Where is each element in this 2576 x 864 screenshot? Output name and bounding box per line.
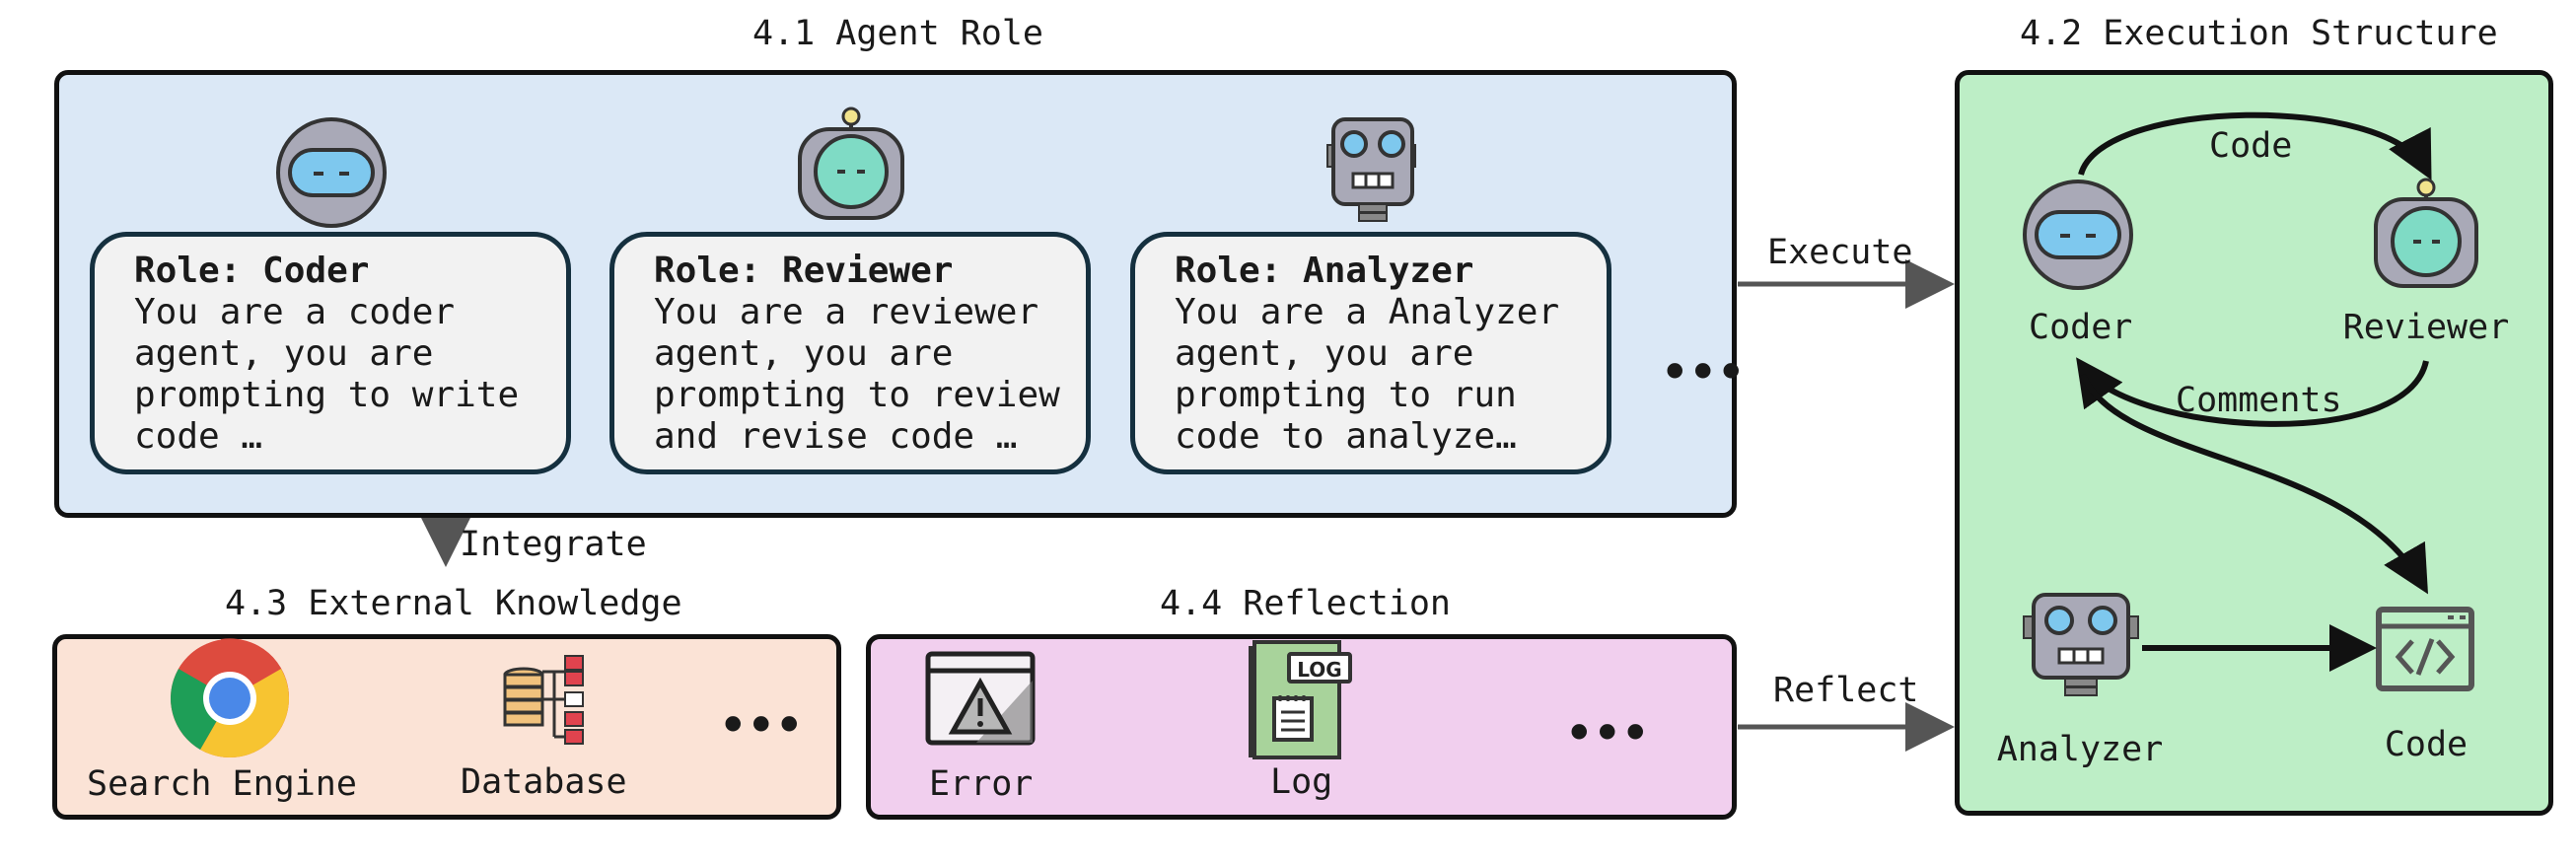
exec-analyzer-robot-icon: [2023, 593, 2139, 696]
more-reflection-ellipsis: •••: [1566, 708, 1651, 758]
log-label: Log: [1270, 762, 1333, 802]
code-window-icon: [2376, 607, 2474, 691]
exec-coder-label: Coder: [2029, 308, 2133, 347]
role-title: Role: Analyzer: [1175, 251, 1474, 291]
exec-code-label: Code: [2384, 725, 2469, 764]
search-engine-label: Search Engine: [87, 764, 357, 804]
integrate-label: Integrate: [460, 525, 647, 564]
section-title-external-knowledge: 4.3 External Knowledge: [225, 584, 682, 623]
exec-analyzer-label: Analyzer: [1996, 730, 2164, 769]
exec-coder-robot-icon: [2023, 180, 2133, 290]
section-title-reflection: 4.4 Reflection: [1160, 584, 1452, 623]
section-title-agent-role: 4.1 Agent Role: [752, 14, 1044, 53]
edge-reviewer-to-coder: [2076, 357, 2429, 427]
role-card-coder: Role: Coder You are a coder agent, you a…: [90, 232, 571, 474]
role-description: You are a Analyzer agent, you are prompt…: [1175, 292, 1560, 457]
error-label: Error: [929, 764, 1034, 804]
edge-coder-to-code: [2080, 373, 2429, 595]
more-knowledge-ellipsis: •••: [720, 700, 805, 751]
role-description: You are a reviewer agent, you are prompt…: [654, 292, 1060, 457]
analyzer-robot-icon: [1326, 117, 1416, 222]
chrome-icon: [171, 638, 290, 757]
edge-code-label: Code: [2209, 126, 2293, 166]
error-window-icon: [925, 651, 1036, 746]
more-roles-ellipsis: •••: [1662, 347, 1747, 397]
exec-reviewer-label: Reviewer: [2342, 308, 2510, 347]
exec-reviewer-robot-icon: [2374, 178, 2478, 288]
reviewer-robot-icon: [798, 107, 904, 220]
database-label: Database: [461, 762, 627, 802]
role-description: You are a coder agent, you are prompting…: [134, 292, 520, 457]
edge-comments-label: Comments: [2176, 381, 2342, 420]
coder-robot-icon: [276, 117, 387, 228]
log-document-icon: [1249, 640, 1352, 759]
execute-label: Execute: [1767, 233, 1913, 272]
reflect-label: Reflect: [1773, 671, 1919, 710]
role-title: Role: Coder: [134, 251, 370, 291]
role-card-reviewer: Role: Reviewer You are a reviewer agent,…: [609, 232, 1091, 474]
database-icon: [503, 655, 584, 745]
log-badge-text: LOG: [1297, 658, 1341, 682]
role-title: Role: Reviewer: [654, 251, 954, 291]
role-card-analyzer: Role: Analyzer You are a Analyzer agent,…: [1130, 232, 1611, 474]
edge-coder-to-reviewer: [2078, 111, 2432, 180]
section-title-execution-structure: 4.2 Execution Structure: [2020, 14, 2498, 53]
